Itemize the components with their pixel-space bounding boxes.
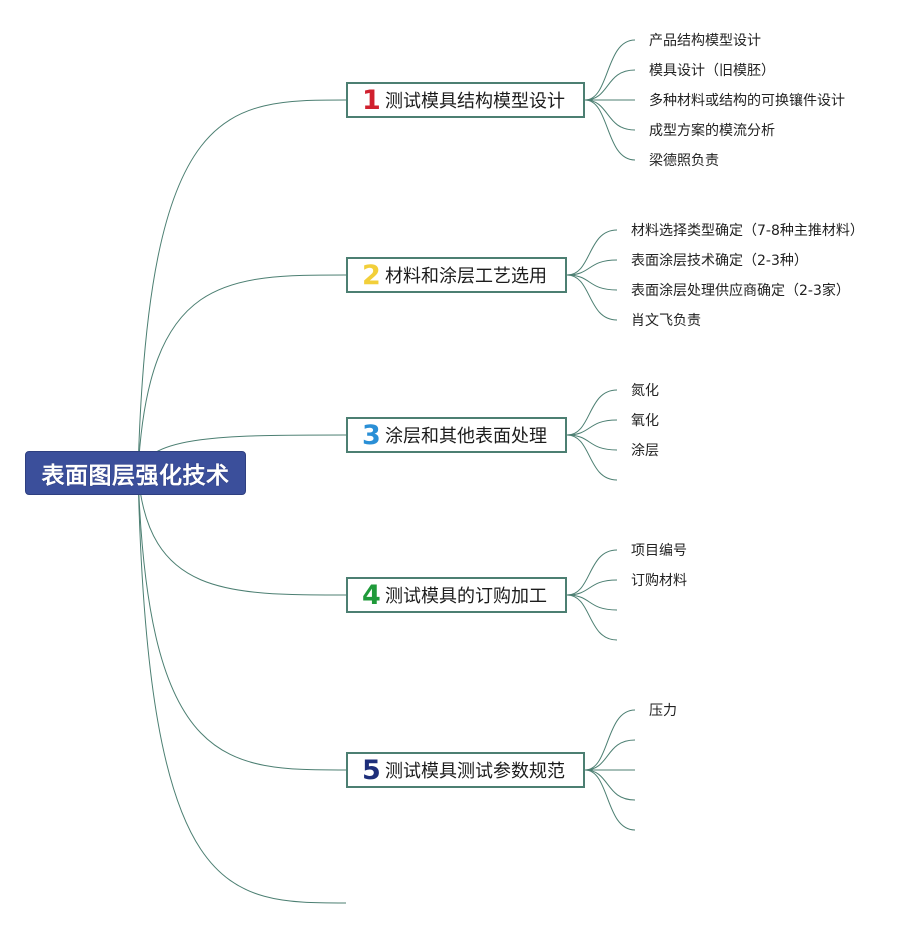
leaf-1-4[interactable]: 成型方案的模流分析 (649, 123, 775, 139)
connector-branch-3-leaf-4 (566, 434, 618, 481)
branch-topic-3[interactable]: 3 涂层和其他表面处理 (346, 417, 567, 453)
branch-label-5: 测试模具测试参数规范 (385, 761, 565, 782)
leaf-1-5[interactable]: 梁德照负责 (649, 153, 719, 169)
leaf-1-3[interactable]: 多种材料或结构的可换镶件设计 (649, 93, 845, 109)
root-topic-label: 表面图层强化技术 (41, 463, 230, 489)
leaf-1-1[interactable]: 产品结构模型设计 (649, 33, 761, 49)
connector-branch-3-leaf-3 (566, 434, 618, 451)
connector-branch-3-leaf-2 (566, 419, 618, 436)
leaf-1-2[interactable]: 模具设计（旧模胚） (649, 63, 775, 79)
branch-number-4: 4 (362, 579, 381, 611)
connector-branch-1-leaf-2 (584, 69, 636, 101)
connector-branch-4-leaf-2 (566, 579, 618, 596)
branch-label-1: 测试模具结构模型设计 (385, 91, 565, 112)
connector-branch-1-leaf-5 (584, 99, 636, 161)
connector-branch-4-leaf-1 (566, 549, 618, 596)
leaf-3-1[interactable]: 氮化 (631, 383, 659, 399)
leaf-2-3[interactable]: 表面涂层处理供应商确定（2-3家） (631, 283, 850, 299)
connector-root-branch-2 (137, 274, 347, 474)
connector-root-branch-1 (137, 99, 347, 474)
branch-label-3: 涂层和其他表面处理 (385, 426, 547, 447)
connector-branch-4-leaf-3 (566, 594, 618, 611)
branch-topic-2[interactable]: 2 材料和涂层工艺选用 (346, 257, 567, 293)
branch-number-3: 3 (362, 419, 381, 451)
connector-root-branch-5 (137, 472, 347, 771)
connector-branch-2-leaf-1 (566, 229, 618, 276)
connector-branch-2-leaf-2 (566, 259, 618, 276)
leaf-2-4[interactable]: 肖文飞负责 (631, 313, 701, 329)
branch-topic-5[interactable]: 5 测试模具测试参数规范 (346, 752, 585, 788)
leaf-4-2[interactable]: 订购材料 (631, 573, 687, 589)
leaf-3-3[interactable]: 涂层 (631, 443, 659, 459)
connector-branch-2-leaf-3 (566, 274, 618, 291)
root-topic[interactable]: 表面图层强化技术 (25, 451, 246, 495)
leaf-5-1[interactable]: 压力 (649, 703, 677, 719)
leaf-2-1[interactable]: 材料选择类型确定（7-8种主推材料） (631, 223, 864, 239)
branch-number-1: 1 (362, 84, 381, 116)
branch-number-2: 2 (362, 259, 381, 291)
branch-label-2: 材料和涂层工艺选用 (385, 266, 547, 287)
leaf-2-2[interactable]: 表面涂层技术确定（2-3种） (631, 253, 808, 269)
connector-branch-1-leaf-1 (584, 39, 636, 101)
connector-branch-5-leaf-5 (584, 769, 636, 831)
branch-topic-4[interactable]: 4 测试模具的订购加工 (346, 577, 567, 613)
connector-branch-5-leaf-4 (584, 769, 636, 801)
connector-root-branch-4 (137, 472, 347, 596)
connector-root-extra (137, 472, 347, 904)
connector-branch-2-leaf-4 (566, 274, 618, 321)
connector-branch-5-leaf-2 (584, 739, 636, 771)
connector-branch-5-leaf-1 (584, 709, 636, 771)
branch-number-5: 5 (362, 754, 381, 786)
branch-label-4: 测试模具的订购加工 (385, 586, 547, 607)
leaf-4-1[interactable]: 项目编号 (631, 543, 687, 559)
leaf-3-2[interactable]: 氧化 (631, 413, 659, 429)
connector-branch-3-leaf-1 (566, 389, 618, 436)
branch-topic-1[interactable]: 1 测试模具结构模型设计 (346, 82, 585, 118)
connector-branch-4-leaf-4 (566, 594, 618, 641)
connector-branch-1-leaf-4 (584, 99, 636, 131)
